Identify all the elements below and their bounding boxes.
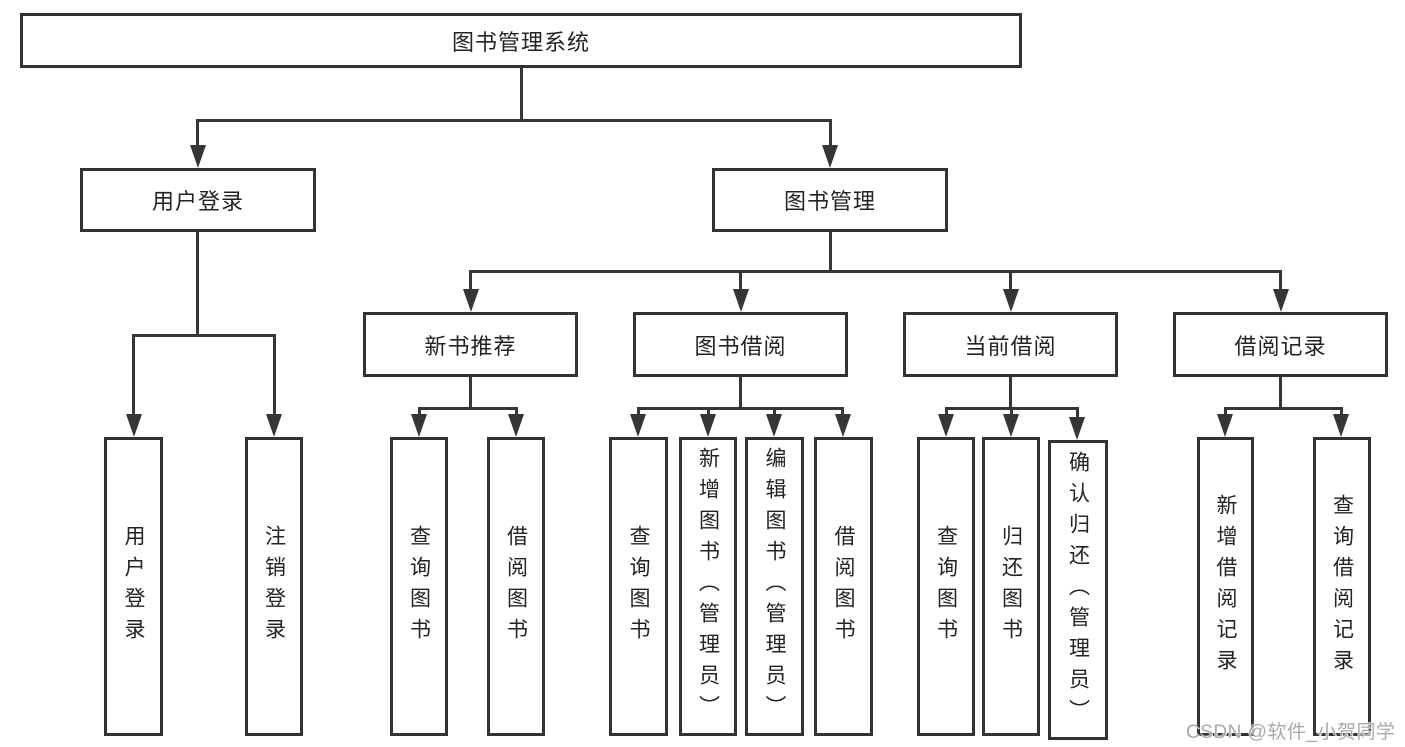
node-root-library-system: 图书管理系统 [20, 13, 1022, 68]
node-label: 当前借阅 [964, 333, 1057, 359]
node-label: 查询图书 [407, 524, 431, 649]
node-user-login: 用户登录 [80, 168, 316, 232]
leaf-query-books-2: 查询图书 [609, 437, 668, 736]
edge-line [1224, 407, 1227, 417]
node-label: 用户登录 [122, 524, 145, 649]
node-label: 查询图书 [627, 524, 650, 649]
leaf-borrow-books-1: 借阅图书 [487, 437, 545, 736]
edge-line [196, 232, 199, 337]
leaf-add-borrow-record: 新增借阅记录 [1197, 437, 1254, 736]
node-label: 归还图书 [999, 524, 1023, 649]
edge-line [469, 375, 472, 409]
node-label: 借阅图书 [832, 524, 855, 649]
edge-line [515, 407, 518, 417]
edge-line [1340, 407, 1343, 417]
node-label: 借阅图书 [504, 524, 528, 649]
arrow-down-icon [1333, 414, 1349, 437]
leaf-borrow-books-2: 借阅图书 [814, 437, 873, 736]
arrow-down-icon [1003, 414, 1019, 437]
node-label: 编辑图书（管理员） [763, 447, 786, 726]
leaf-query-borrow-record: 查询借阅记录 [1313, 437, 1371, 736]
arrow-down-icon [463, 289, 479, 312]
edge-line [1076, 407, 1079, 419]
edge-line [1279, 375, 1282, 409]
edge-line [469, 270, 472, 292]
node-label: 用户登录 [151, 189, 244, 214]
leaf-confirm-return-admin: 确认归还（管理员） [1048, 440, 1108, 740]
edge-line [707, 407, 710, 417]
edge-line [469, 270, 1282, 273]
arrow-down-icon [766, 414, 782, 437]
node-label: 确认归还（管理员） [1066, 450, 1090, 730]
leaf-edit-books-admin: 编辑图书（管理员） [745, 437, 804, 736]
arrow-down-icon [411, 414, 427, 437]
edge-line [273, 334, 276, 418]
edge-line [520, 68, 523, 121]
node-label: 图书借阅 [694, 333, 787, 359]
leaf-add-books-admin: 新增图书（管理员） [679, 437, 737, 736]
arrow-down-icon [1003, 289, 1019, 312]
node-label: 查询借阅记录 [1330, 493, 1354, 680]
arrow-down-icon [822, 145, 838, 168]
edge-line [773, 407, 776, 417]
edge-line [1279, 270, 1282, 292]
arrow-down-icon [835, 414, 851, 437]
edge-line [418, 407, 518, 410]
leaf-query-books-1: 查询图书 [390, 437, 448, 736]
node-label: 借阅记录 [1234, 333, 1327, 359]
edge-line [637, 407, 844, 410]
csdn-watermark: CSDN @软件_小贺同学 [1186, 722, 1396, 743]
arrow-down-icon [126, 414, 142, 437]
node-label: 新增图书（管理员） [696, 447, 720, 726]
leaf-logout: 注销登录 [245, 437, 303, 736]
edge-line [739, 270, 742, 292]
edge-line [1009, 375, 1012, 409]
arrow-down-icon [1217, 414, 1233, 437]
node-current-borrowing: 当前借阅 [903, 312, 1118, 377]
arrow-down-icon [1273, 289, 1289, 312]
arrow-down-icon [508, 414, 524, 437]
edge-line [196, 119, 832, 122]
node-label: 新增借阅记录 [1214, 493, 1237, 680]
leaf-return-books: 归还图书 [982, 437, 1040, 736]
leaf-query-books-3: 查询图书 [917, 437, 975, 736]
node-label: 注销登录 [262, 524, 286, 649]
leaf-user-login: 用户登录 [104, 437, 163, 736]
edge-line [196, 119, 199, 147]
edge-line [739, 375, 742, 409]
edge-line [841, 407, 844, 417]
arrow-down-icon [630, 414, 646, 437]
edge-line [945, 407, 948, 417]
edge-line [132, 334, 276, 337]
edge-line [1010, 407, 1013, 417]
arrow-down-icon [1069, 417, 1085, 440]
node-book-borrowing: 图书借阅 [633, 312, 848, 377]
arrow-down-icon [733, 289, 749, 312]
edge-line [418, 407, 421, 417]
arrow-down-icon [700, 414, 716, 437]
arrow-down-icon [266, 414, 282, 437]
arrow-down-icon [938, 414, 954, 437]
arrow-down-icon [190, 145, 206, 168]
node-book-management: 图书管理 [712, 168, 948, 232]
edge-line [132, 334, 135, 418]
edge-line [1009, 270, 1012, 292]
edge-line [1224, 407, 1342, 410]
edge-line [829, 232, 832, 273]
edge-line [829, 119, 832, 147]
node-label: 查询图书 [934, 524, 958, 649]
node-borrowing-records: 借阅记录 [1173, 312, 1388, 377]
edge-line [637, 407, 640, 417]
node-new-book-recommend: 新书推荐 [363, 312, 578, 377]
node-label: 图书管理系统 [451, 29, 590, 55]
node-label: 图书管理 [783, 189, 876, 214]
node-label: 新书推荐 [424, 333, 517, 359]
